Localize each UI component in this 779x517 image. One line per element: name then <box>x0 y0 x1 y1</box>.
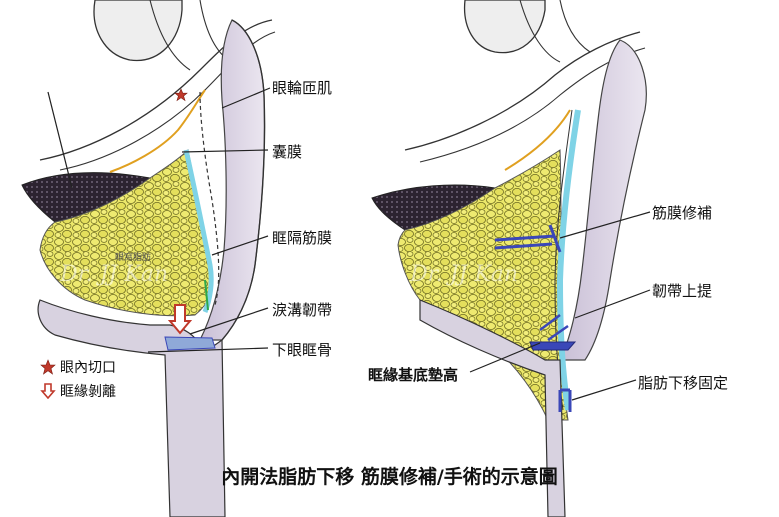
legend-incision-label: 眼內切口 <box>60 360 116 376</box>
skin-line <box>221 19 266 341</box>
leader-ligament-lift <box>574 289 651 319</box>
septum-dashed <box>199 91 220 306</box>
watermark-left: Dr. JJ Kan <box>60 262 169 287</box>
legend-incision: 眼內切口 <box>40 357 116 377</box>
leader-fat-fixation <box>571 379 637 401</box>
legend-release: 眶緣剝離 <box>40 381 116 401</box>
down-arrow-outline-icon <box>40 383 56 399</box>
capsule <box>504 109 571 171</box>
label-ligament-lift: 韌帶上提 <box>652 282 713 300</box>
leader-rim-base <box>469 342 541 373</box>
leader-bone <box>147 347 269 353</box>
watermark-right: Dr. JJ Kan <box>410 262 519 287</box>
orbicularis-muscle <box>559 39 647 361</box>
leader-orbicularis <box>221 87 271 109</box>
star-icon <box>40 359 56 375</box>
leader-ligament <box>189 307 269 335</box>
eyeball <box>463 0 546 54</box>
label-fat-fixation: 脂肪下移固定 <box>638 374 729 392</box>
eyeball <box>93 0 183 62</box>
lid-line <box>149 0 191 71</box>
release-arrow-icon <box>167 304 193 335</box>
leader-vertical <box>47 91 73 189</box>
capsule <box>109 89 206 173</box>
left-panel-illustration <box>21 0 276 517</box>
rim-elevation-pad <box>529 341 577 351</box>
incision-star-icon <box>174 88 188 102</box>
label-septum: 眶隔筋膜 <box>272 229 333 247</box>
label-tear-trough-ligament: 淚溝韌帶 <box>272 301 333 319</box>
orbital-septum <box>183 149 214 313</box>
legend-release-label: 眶緣剝離 <box>60 384 116 400</box>
lid-line <box>519 0 561 63</box>
lid-line <box>404 31 641 151</box>
ligament-suture <box>539 314 569 342</box>
bone-blue-tip <box>164 336 216 351</box>
fat-small-text: 眼窩脂肪 <box>115 253 152 263</box>
right-panel-illustration <box>371 0 651 517</box>
lower-orbital-bone <box>419 299 566 517</box>
fascia-repair-suture <box>494 224 562 253</box>
lower-orbital-bone <box>37 299 226 517</box>
label-rim-base-elevation: 眶緣基底墊高 <box>368 366 459 384</box>
leader-fascia-repair <box>559 211 651 239</box>
fat-fixation-suture <box>558 388 572 412</box>
septum-green <box>204 279 209 311</box>
lid-line <box>559 0 591 53</box>
leader-septum <box>211 235 269 256</box>
orbital-septum <box>556 109 581 411</box>
figure-caption: 內開法脂肪下移 筋膜修補/手術的示意圖 <box>221 466 558 488</box>
label-lower-orbital-bone: 下眼眶骨 <box>272 341 333 359</box>
label-orbicularis: 眼輪匝肌 <box>272 79 333 97</box>
label-fascia-repair: 筋膜修補 <box>652 204 713 222</box>
leader-capsule <box>181 149 269 153</box>
label-capsule: 囊膜 <box>272 143 303 161</box>
